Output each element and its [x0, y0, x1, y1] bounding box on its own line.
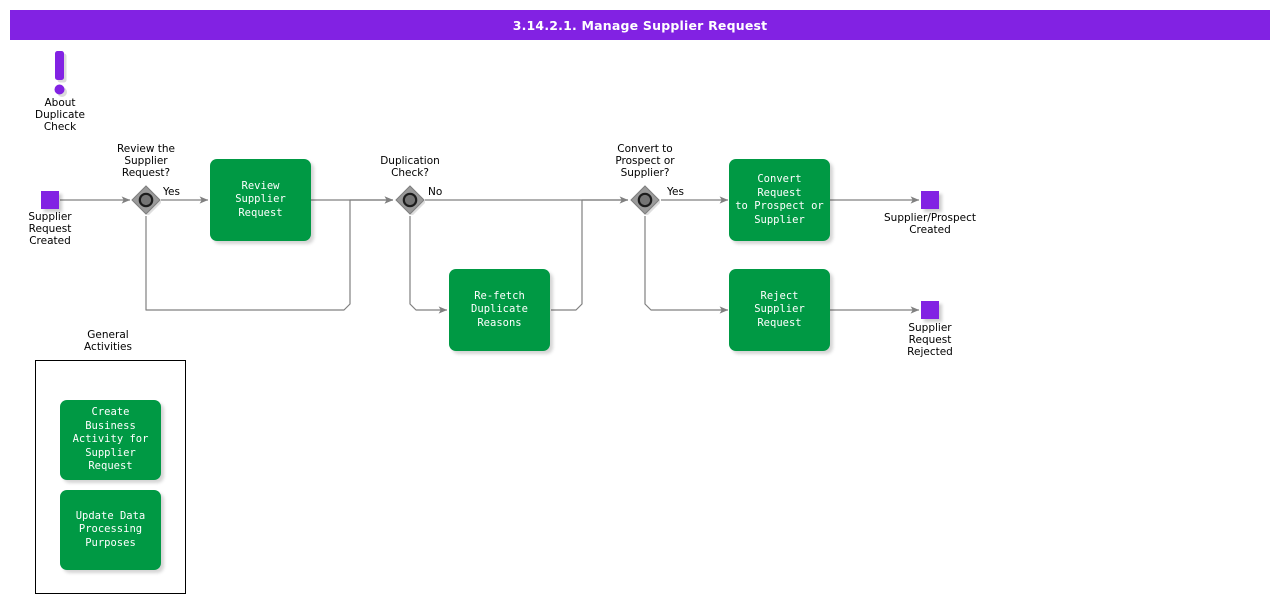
end-event-rejected-label: Supplier Request Rejected: [907, 322, 953, 358]
gateway-review-the-supplier-request[interactable]: [131, 185, 161, 215]
flow-gw3-no-to-reject: [644, 216, 729, 314]
page-title: 3.14.2.1. Manage Supplier Request: [10, 10, 1270, 40]
gateway-3-flow-label: Yes: [667, 186, 684, 198]
exclamation-icon: [54, 51, 67, 97]
gateway-2-label: Duplication Check?: [380, 155, 440, 179]
gateway-1-label: Review the Supplier Request?: [116, 143, 176, 179]
annotation-label: About Duplicate Check: [34, 97, 86, 133]
flow-refetch-to-gw3: [551, 199, 628, 311]
task-re-fetch-duplicate-reasons[interactable]: Re-fetch Duplicate Reasons: [449, 269, 550, 351]
gateway-3-label: Convert to Prospect or Supplier?: [615, 143, 675, 179]
gateway-1-flow-label: Yes: [163, 186, 180, 198]
task-create-business-activity-for-supplier-request[interactable]: Create Business Activity for Supplier Re…: [60, 400, 161, 480]
start-event-label: Supplier Request Created: [28, 211, 72, 247]
task-convert-request-to-prospect-or-supplier[interactable]: Convert Request to Prospect or Supplier: [729, 159, 830, 241]
end-event-created-label: Supplier/Prospect Created: [884, 212, 976, 236]
flow-gw2-yes-to-refetch: [409, 216, 448, 314]
task-update-data-processing-purposes[interactable]: Update Data Processing Purposes: [60, 490, 161, 570]
gateway-2-flow-label: No: [428, 186, 443, 198]
task-review-supplier-request[interactable]: Review Supplier Request: [210, 159, 311, 241]
end-event-supplier-prospect-created[interactable]: [921, 191, 939, 209]
gateway-convert-to-prospect-or-supplier[interactable]: [630, 185, 660, 215]
group-title-general-activities: General Activities: [84, 329, 132, 353]
gateway-duplication-check[interactable]: [395, 185, 425, 215]
start-event-supplier-request-created[interactable]: [41, 191, 59, 209]
end-event-supplier-request-rejected[interactable]: [921, 301, 939, 319]
task-reject-supplier-request[interactable]: Reject Supplier Request: [729, 269, 830, 351]
